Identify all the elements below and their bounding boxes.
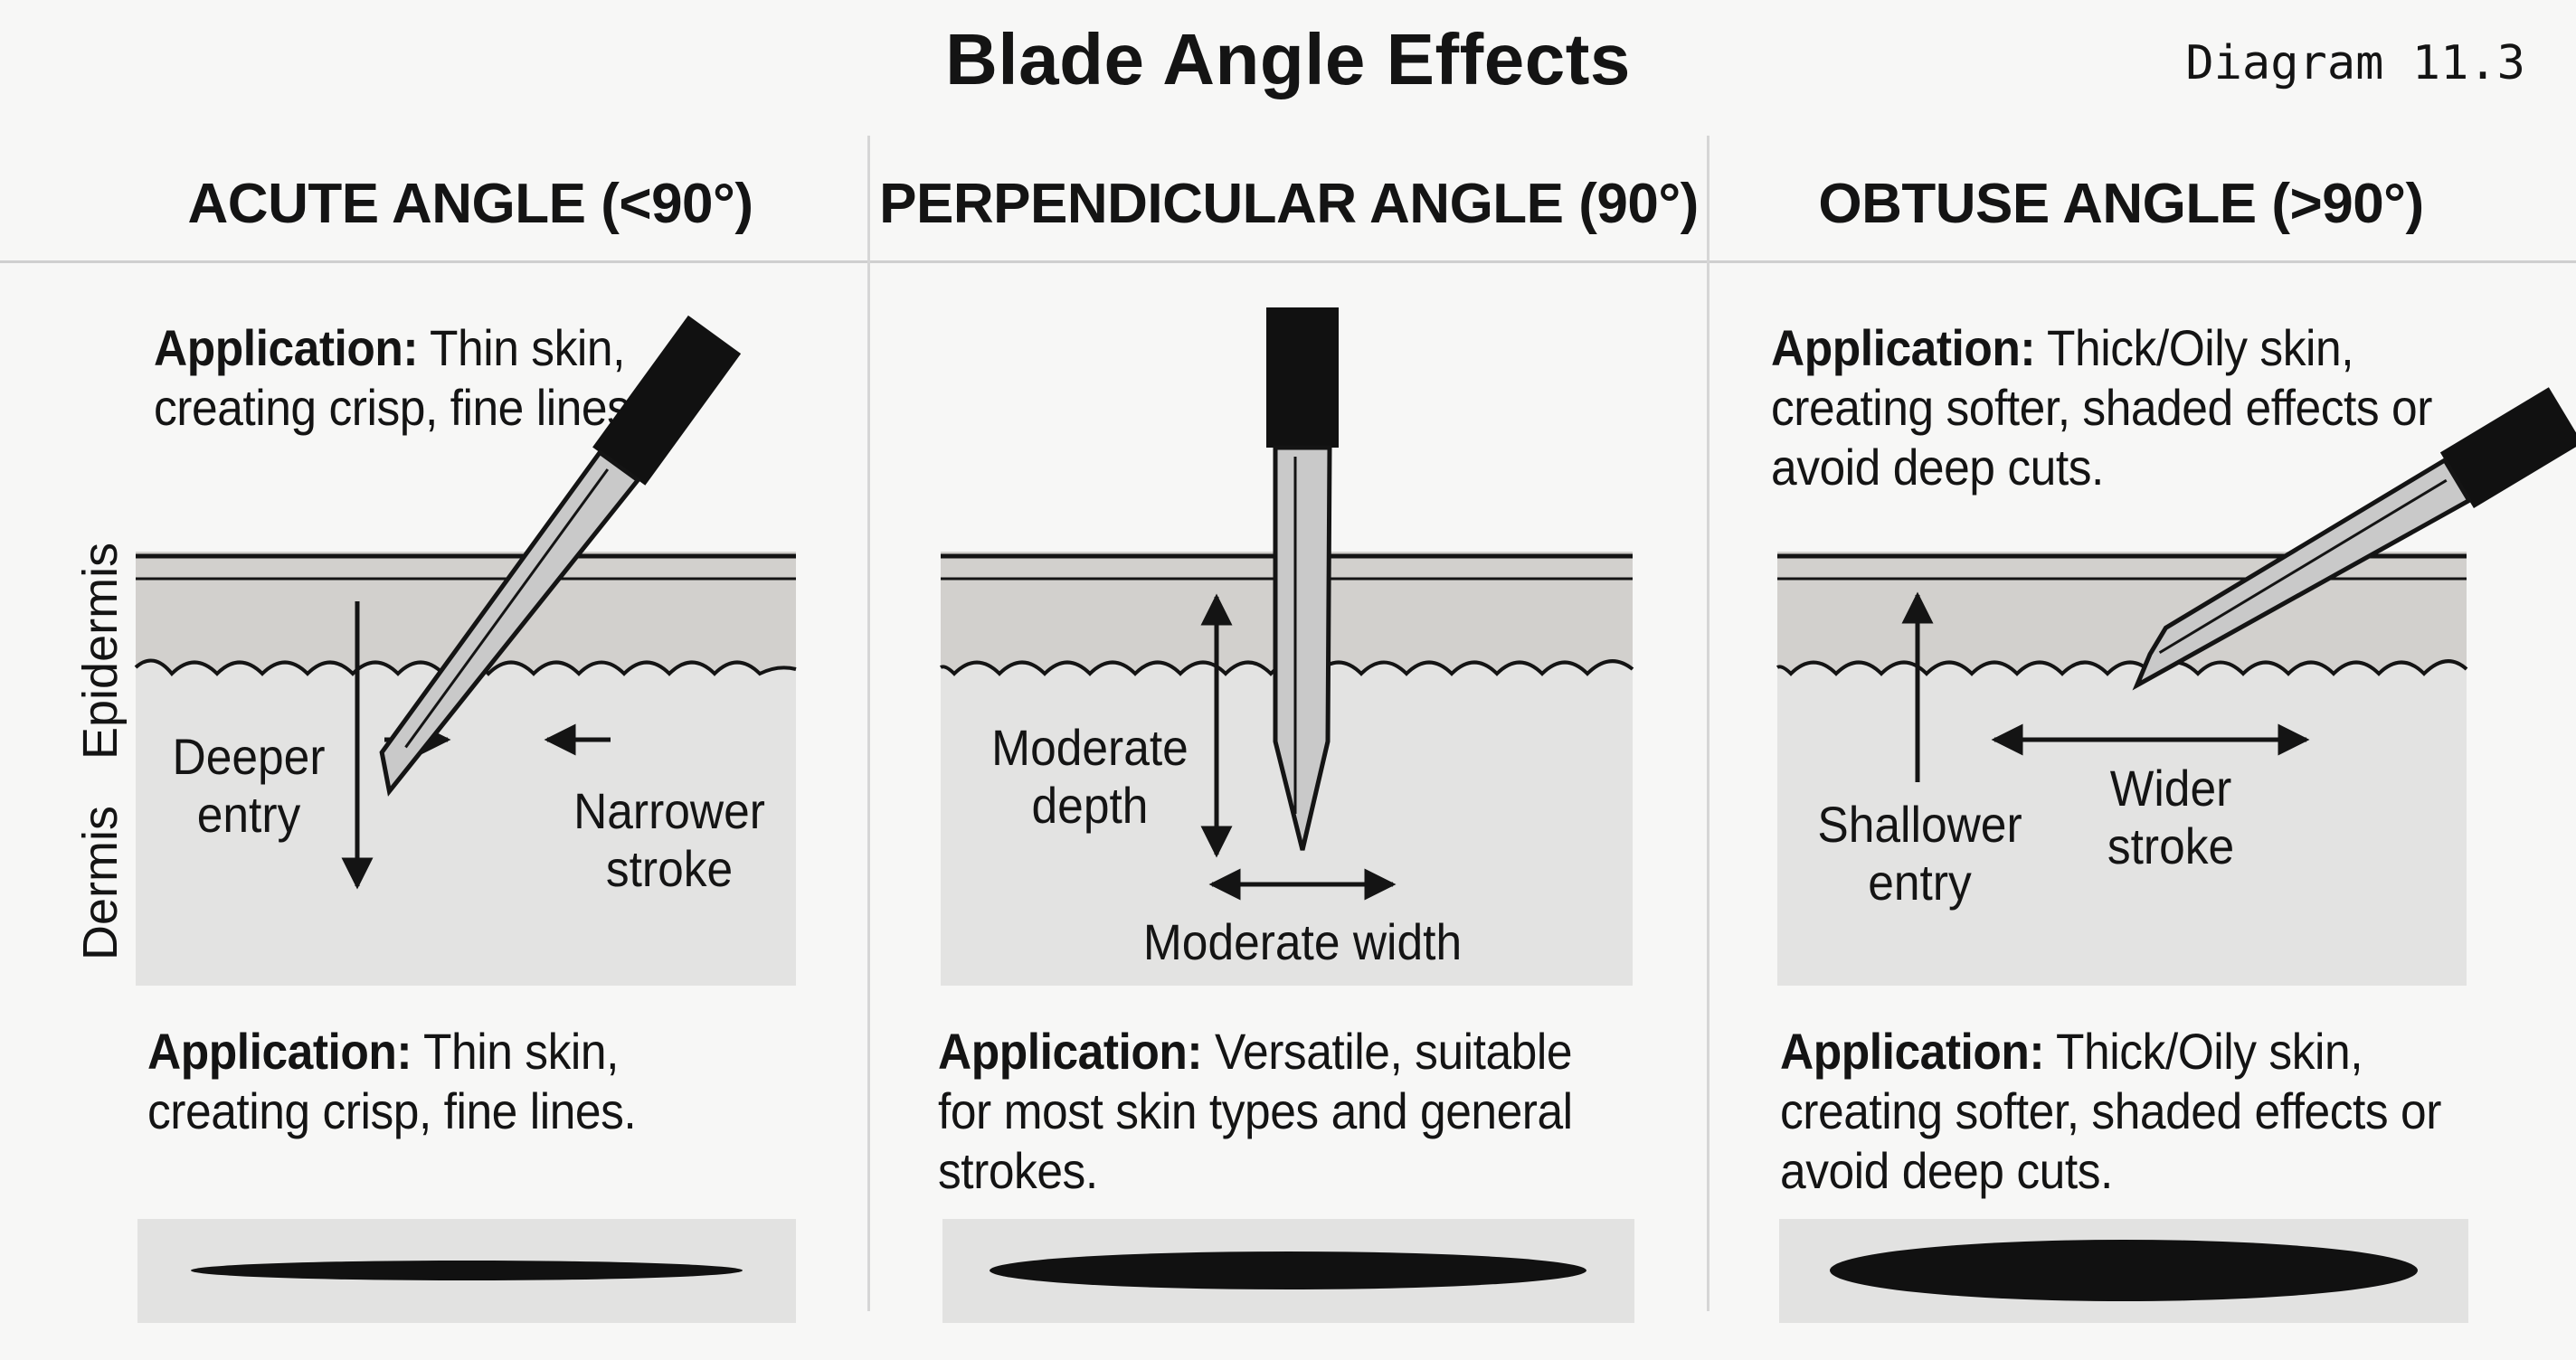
diagram-number: Diagram 11.3 (2185, 36, 2525, 90)
perpendicular-stroke-mark (990, 1251, 1586, 1289)
obtuse-stroke-mark (1830, 1240, 2418, 1301)
obtuse-width-label: Wider stroke (2107, 760, 2235, 874)
dermis-side-label: Dermis (73, 806, 128, 960)
acute-width-label: Narrower stroke (573, 782, 765, 897)
obtuse-depth-label: Shallower entry (1817, 796, 2022, 911)
obtuse-stroke-strip (1779, 1219, 2468, 1323)
epidermis-side-label: Epidermis (73, 542, 128, 760)
acute-stroke-strip (137, 1219, 796, 1323)
header-divider (0, 260, 2576, 263)
perpendicular-bottom-application: Application: Versatile, suitable for mos… (938, 1023, 1573, 1199)
perpendicular-depth-label: Moderate depth (991, 719, 1189, 834)
acute-heading: ACUTE ANGLE (<90°) (187, 173, 753, 235)
perpendicular-heading: PERPENDICULAR ANGLE (90°) (879, 173, 1699, 235)
acute-top-application: Application: Thin skin, creating crisp, … (154, 319, 643, 436)
perpendicular-width-label: Moderate width (1142, 913, 1463, 970)
acute-skin-diagram (134, 315, 797, 986)
column-divider-2 (1707, 136, 1709, 1311)
obtuse-bottom-application: Application: Thick/Oily skin, creating s… (1780, 1023, 2441, 1199)
obtuse-heading: OBTUSE ANGLE (>90°) (1818, 173, 2424, 235)
acute-depth-label: Deeper entry (172, 728, 326, 843)
acute-bottom-application: Application: Thin skin, creating crisp, … (147, 1023, 637, 1139)
perpendicular-skin-diagram (939, 307, 1634, 986)
obtuse-top-application: Application: Thick/Oily skin, creating s… (1771, 319, 2432, 496)
acute-stroke-mark (191, 1261, 743, 1280)
obtuse-skin-diagram (1776, 387, 2576, 986)
perpendicular-stroke-strip (942, 1219, 1634, 1323)
column-divider-1 (867, 136, 870, 1311)
page-title: Blade Angle Effects (945, 19, 1631, 99)
